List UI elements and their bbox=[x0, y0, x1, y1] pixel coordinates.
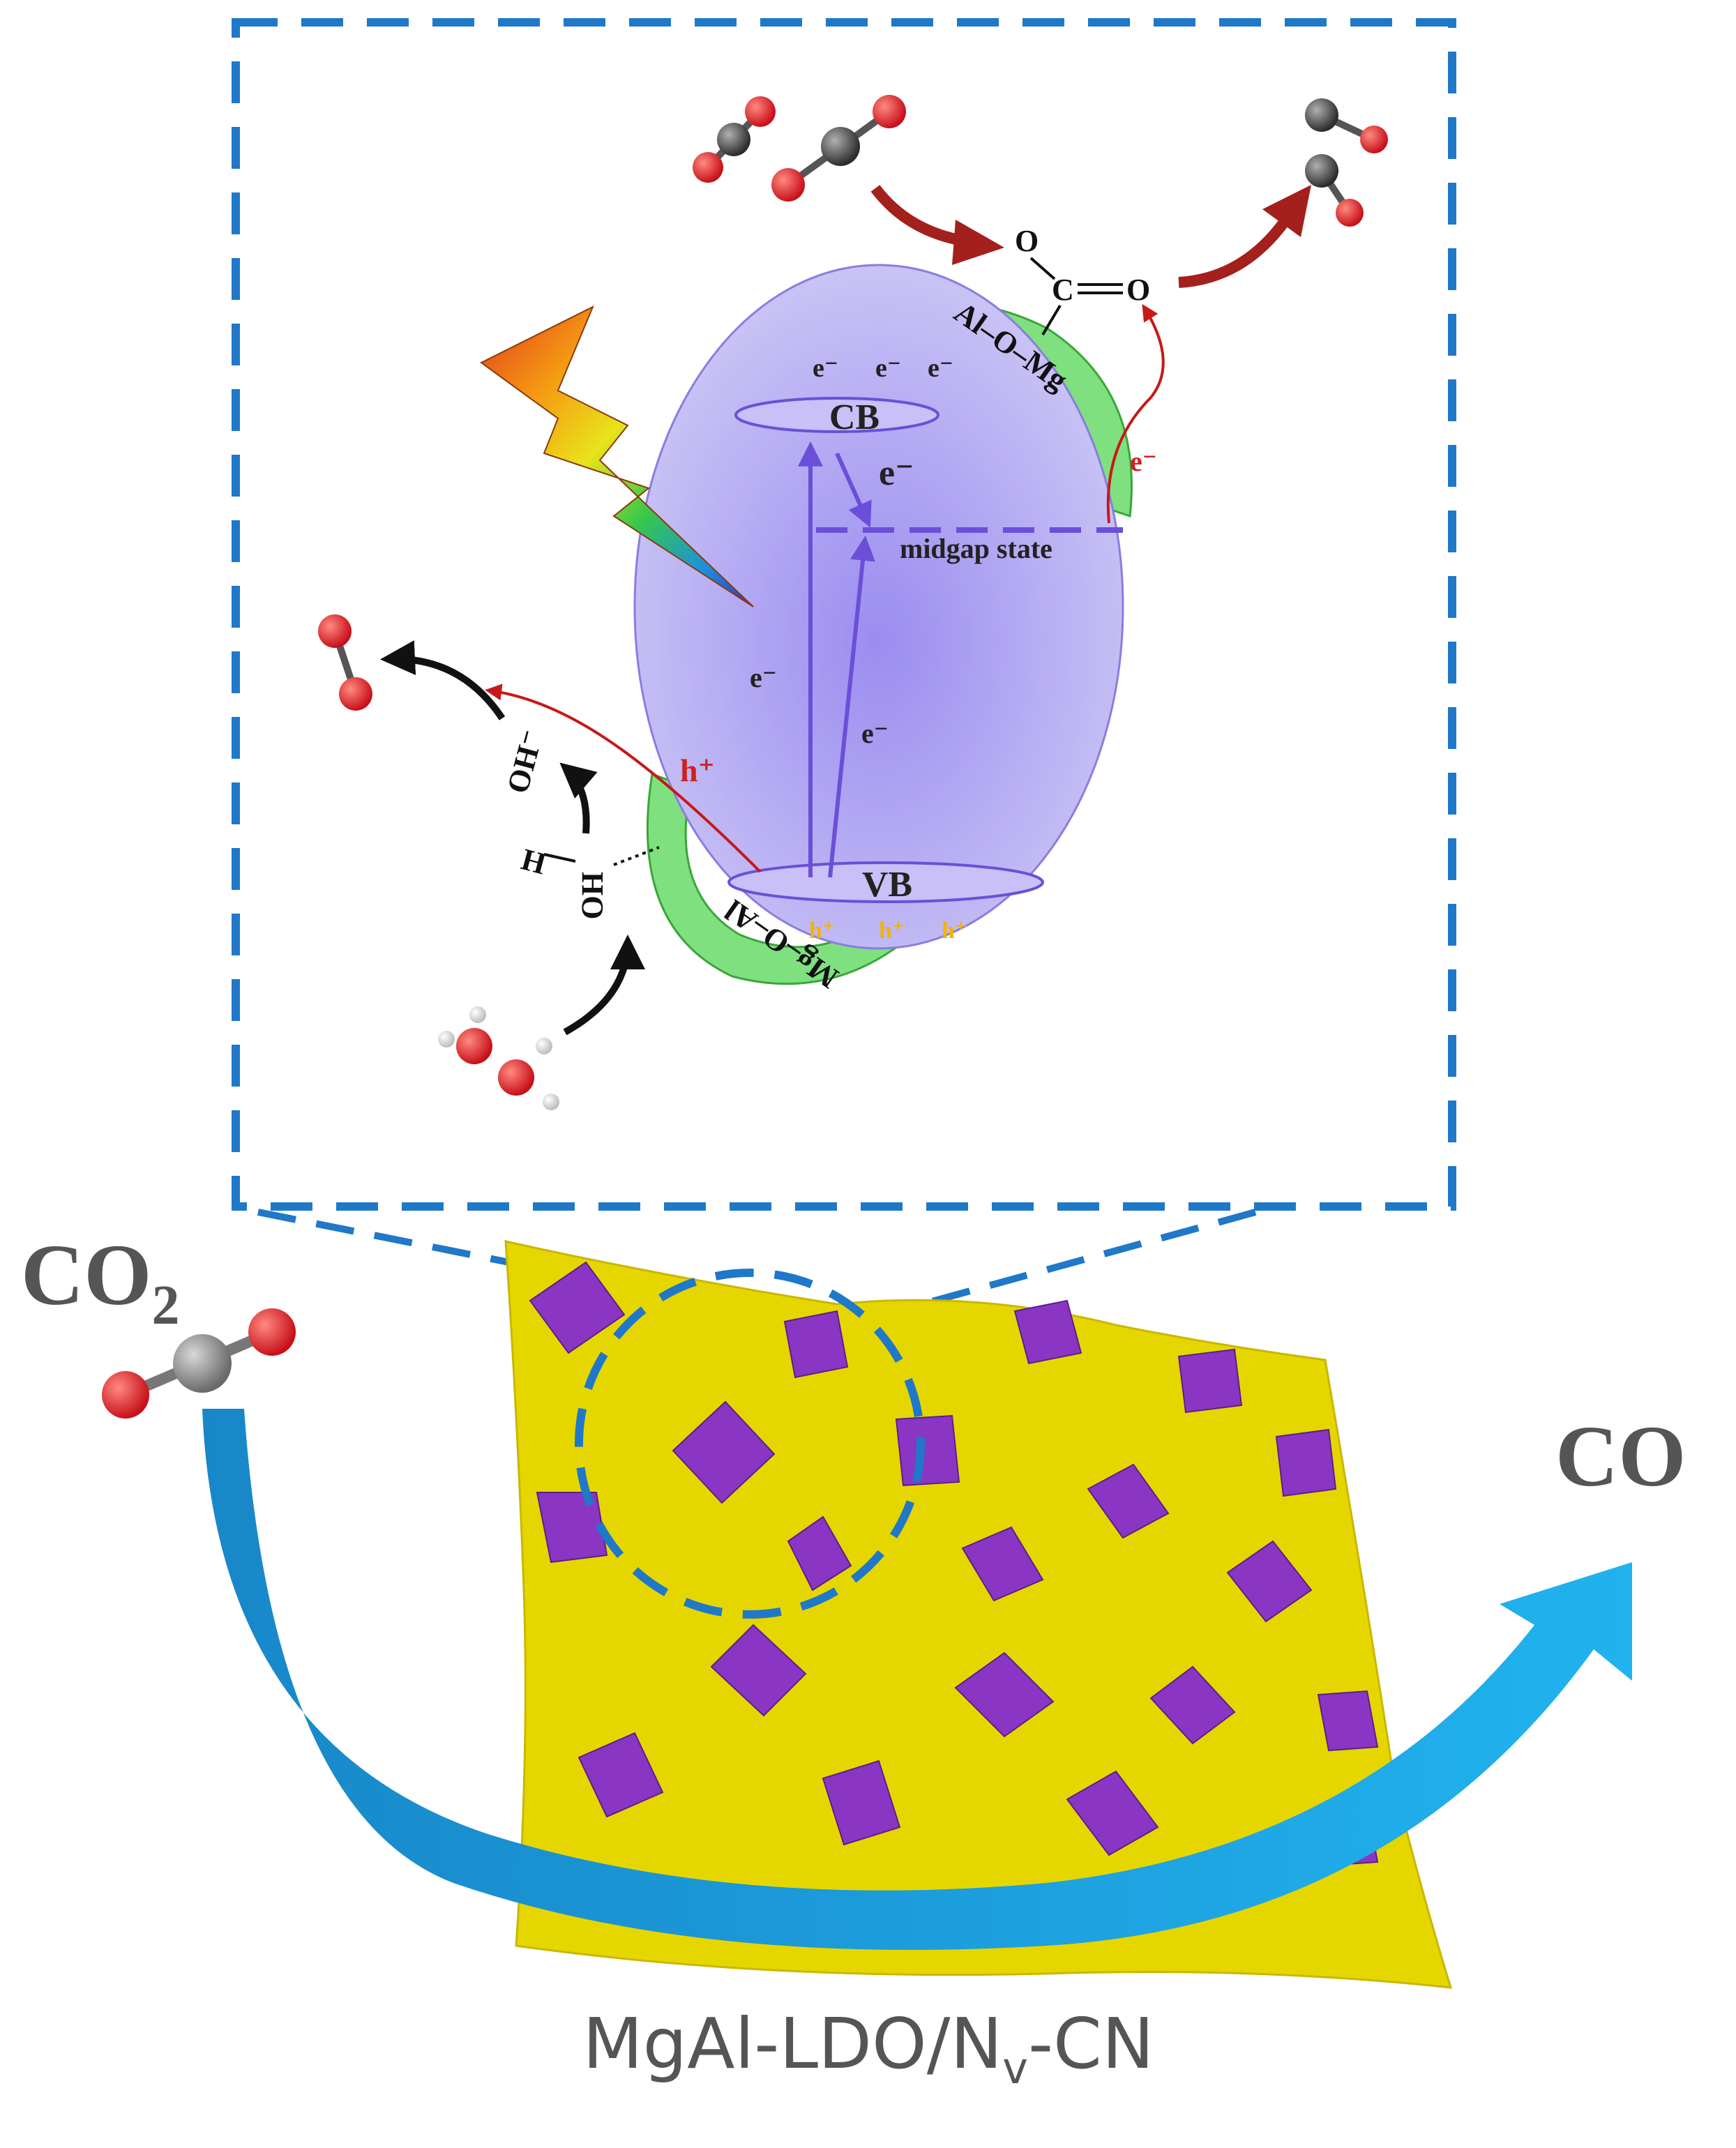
h2o-molecule-icon bbox=[498, 1038, 559, 1110]
co-release-arrow bbox=[1178, 220, 1288, 288]
oh-minus-label: OH⁻ bbox=[500, 726, 550, 796]
co2-adsorption-arrowhead bbox=[952, 220, 1004, 265]
carbonate-c: C bbox=[1052, 273, 1074, 307]
hole-vb-1: h⁺ bbox=[809, 918, 835, 944]
co2-label-subscript: 2 bbox=[152, 1275, 180, 1336]
ldo-square bbox=[1066, 1770, 1159, 1856]
ldo-square bbox=[1317, 1690, 1379, 1752]
zoom-circle bbox=[575, 1269, 925, 1619]
ldo-squares bbox=[529, 1261, 1379, 1867]
co-molecule-icon bbox=[1305, 98, 1388, 153]
oh-to-o2-arrow bbox=[380, 640, 506, 720]
co-molecule-icon bbox=[1305, 154, 1364, 227]
ldo-square bbox=[1226, 1540, 1313, 1623]
hole-vb-3: h⁺ bbox=[942, 918, 967, 944]
electron-transfer-arrow bbox=[1106, 303, 1165, 524]
ldo-square bbox=[954, 1651, 1055, 1738]
ldo-square bbox=[822, 1760, 901, 1846]
cb-band bbox=[734, 397, 939, 433]
midgap-label: midgap state bbox=[900, 533, 1052, 564]
ldo-square bbox=[1275, 1428, 1337, 1497]
vb-label: VB bbox=[862, 865, 912, 905]
co-release-arrowhead bbox=[1262, 185, 1311, 237]
vb-to-midgap-arrow bbox=[828, 535, 875, 878]
electron-mid: e⁻ bbox=[861, 718, 889, 749]
ldo-square bbox=[578, 1732, 664, 1818]
ldo-square bbox=[961, 1526, 1044, 1602]
caption-main: MgAl-LDO/N bbox=[582, 2003, 1002, 2085]
ldo-square bbox=[1149, 1665, 1236, 1745]
ldo-square bbox=[1177, 1348, 1243, 1414]
hole-red: h⁺ bbox=[680, 752, 715, 788]
inset-frame bbox=[232, 18, 1456, 1211]
ldo-square bbox=[1087, 1463, 1170, 1539]
ldo-square bbox=[783, 1310, 849, 1379]
ldo-square bbox=[710, 1624, 807, 1717]
semiconductor-particle bbox=[633, 264, 1124, 950]
ldo-square bbox=[787, 1515, 852, 1591]
ho-to-oh-arrow bbox=[559, 762, 598, 834]
h2o-molecule-icon bbox=[438, 1006, 492, 1064]
co2-label: CO2 bbox=[21, 1227, 180, 1336]
cb-to-midgap-arrow bbox=[835, 452, 872, 528]
o2-molecule-icon bbox=[318, 614, 372, 711]
ldo-square bbox=[672, 1400, 776, 1504]
electron-cb-2: e⁻ bbox=[875, 354, 901, 383]
electron-cb-3: e⁻ bbox=[928, 354, 953, 383]
co2-molecule-icon bbox=[771, 95, 906, 202]
material-caption: MgAl-LDO/Nv-CN bbox=[582, 2003, 1154, 2094]
water-to-ho-arrow bbox=[563, 935, 645, 1036]
ldo-square bbox=[895, 1414, 960, 1487]
electron-transfer: e⁻ bbox=[879, 453, 914, 493]
h-bond-dotted bbox=[613, 846, 660, 866]
co2-label-main: CO bbox=[21, 1227, 152, 1324]
co2-molecule-icon bbox=[693, 96, 776, 183]
hole-transfer-arrow bbox=[485, 683, 762, 873]
electron-cb-1: e⁻ bbox=[813, 354, 838, 383]
co2-adsorption-arrow bbox=[870, 185, 964, 246]
carbonate-bond-1 bbox=[1029, 257, 1056, 280]
co2-molecule-icon bbox=[102, 1308, 296, 1419]
carbonate-o2: O bbox=[1126, 273, 1150, 307]
h-o-bond bbox=[543, 853, 576, 863]
vb-band bbox=[727, 861, 1044, 903]
electron-left: e⁻ bbox=[750, 662, 777, 693]
light-bolt-icon bbox=[480, 305, 754, 607]
caption-tail: -CN bbox=[1028, 2003, 1154, 2085]
ldo-square bbox=[529, 1261, 626, 1354]
ldo-square bbox=[1013, 1299, 1082, 1365]
electron-red: e⁻ bbox=[1130, 446, 1157, 477]
carbonate-o1: O bbox=[1015, 224, 1039, 258]
caption-subscript: v bbox=[1002, 2043, 1028, 2094]
h-label: H bbox=[518, 842, 550, 881]
cb-label: CB bbox=[829, 398, 880, 437]
carbonate-bond-2 bbox=[1041, 304, 1062, 336]
hole-vb-2: h⁺ bbox=[879, 918, 905, 944]
co-label: CO bbox=[1555, 1409, 1686, 1505]
ho-label: HO bbox=[575, 872, 610, 919]
ldo-square bbox=[536, 1492, 608, 1564]
